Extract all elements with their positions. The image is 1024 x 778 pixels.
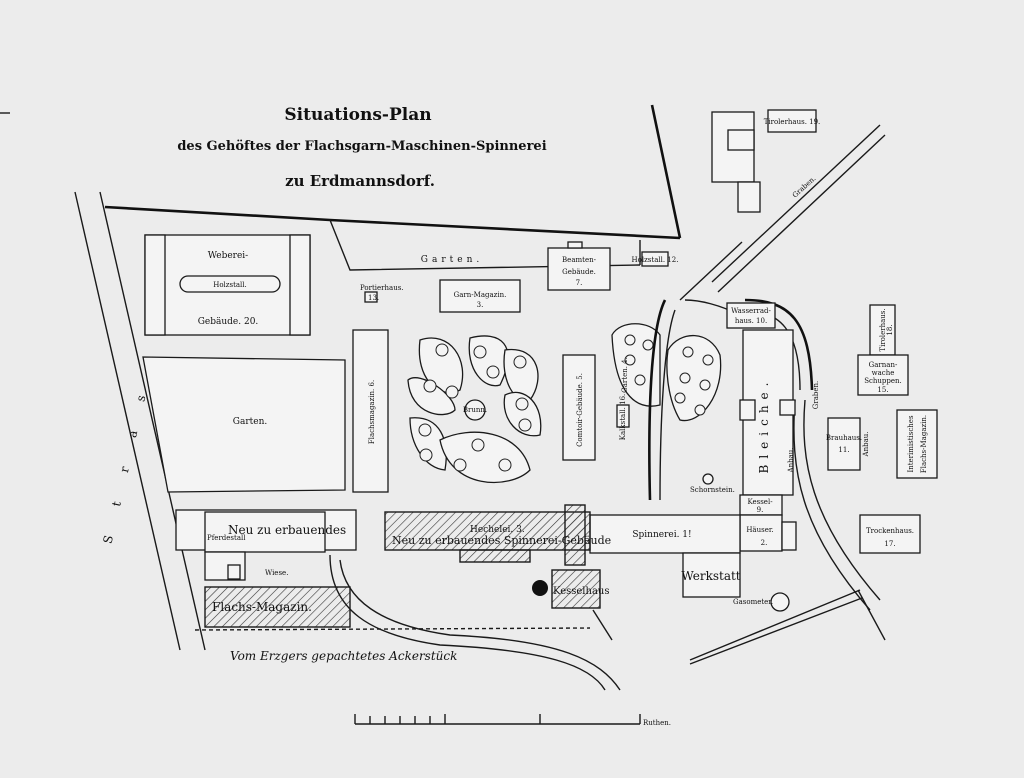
roads-lower-right (592, 589, 886, 665)
comtoir-gebaeude: Comtoir-Gebäude. 5. (562, 354, 596, 461)
haeuser-label: Häuser. (746, 526, 773, 534)
holzstall-label: Holzstall. (213, 281, 247, 289)
beamten-gebaeude: Beamten- Gebäude. 7. (547, 241, 611, 291)
wasserrad-label: Wasserrad- (731, 307, 771, 315)
comtoir-label: Comtoir-Gebäude. 5. (576, 373, 584, 447)
brauhaus-number: 11. (838, 446, 849, 454)
title-line-1: Situations-Plan (284, 105, 431, 125)
kessel-number: 9. (757, 506, 764, 514)
garden-left: Garten. (142, 356, 346, 493)
anbau-label-2: Anbau. (862, 432, 870, 458)
flachsmagazin-building: Flachsmagazin. 6. (352, 329, 389, 493)
graben-label: Graben. (812, 381, 820, 409)
garn-magazin-label: Garn-Magazin. (454, 291, 507, 299)
acker-strip: Vom Erzgers gepachtetes Ackerstück (194, 554, 621, 691)
flachs-magazin-new-label: Flachs-Magazin. (212, 600, 312, 614)
haeuser-number: 2. (761, 539, 768, 547)
garden-left-label: Garten. (233, 417, 268, 427)
new-left-label: Neu zu erbauendes (228, 523, 346, 537)
kessel-label: Kessel- (747, 498, 773, 506)
title-line-2: des Gehöftes der Flachsgarn-Maschinen-Sp… (177, 139, 546, 154)
brauhaus-label: Brauhaus. (826, 434, 862, 442)
anbau-label-1: Anbau. (787, 448, 795, 474)
trockenhaus-label: Trockenhaus. (866, 527, 914, 535)
top-right-buildings: Tirolerhaus. 19. (711, 109, 821, 213)
scale-unit-label: Ruthen. (643, 719, 671, 727)
holzstall-12-label: Holzstall. 12. (632, 256, 679, 264)
hechel-label: Hechelei. 3. (470, 525, 525, 535)
ornamental-garden: Brunn. (407, 335, 542, 484)
tirolerhaus-19-label: Tirolerhaus. 19. (764, 118, 821, 126)
interim-label: Interimistisches (907, 415, 915, 472)
beamten-number: 7. (576, 279, 583, 287)
acker-label: Vom Erzgers gepachtetes Ackerstück (230, 649, 457, 663)
gebaeude-20-label: Gebäude. 20. (198, 317, 259, 327)
wasserrad-number: haus. 10. (735, 317, 767, 325)
flachs-magazin-right-label: Flachs-Magazin. (920, 415, 928, 473)
right-buildings: Trockenhaus. 17. Brauhaus. 11. Anbau. In… (826, 304, 938, 554)
garden-top: Garten. (329, 219, 641, 271)
brunnen-label: Brunn. (463, 406, 487, 414)
kesselhaeuser: Kessel- 9. Häuser. 2. (739, 494, 797, 552)
kesselhaus-new: Kesselhaus (532, 569, 609, 609)
spinnerei-label: Spinnerei. 1! (632, 530, 691, 540)
schuppen-label: Schuppen. (864, 377, 902, 385)
flachsmagazin-label: Flachsmagazin. 6. (368, 380, 376, 444)
garnan-label: Garnan- (869, 361, 898, 369)
holzstall-12: Holzstall. 12. (632, 251, 679, 267)
weberei-building: Weberei- Holzstall. Gebäude. 20. (144, 234, 311, 336)
pferdestall-label: Pferdestall (207, 534, 246, 542)
new-spinnerei-building: Hechelei. 3. Neu zu erbauendes Spinnerei… (384, 504, 611, 566)
tirolerhaus-number: 18. (886, 324, 894, 335)
garden-middle: Garten. 4. Kalkstall. 16. (611, 323, 722, 441)
new-left-buildings: Neu zu erbauendes Pferdestall Wiese. Fla… (175, 509, 357, 628)
garden-middle-label: Garten. 4. (621, 357, 629, 393)
garn-magazin-number: 3. (477, 301, 484, 309)
title-line-3: zu Erdmannsdorf. (285, 172, 435, 190)
new-spinnerei-label: Neu zu erbauendes Spinnerei-Gebäude (392, 534, 611, 547)
scale-bar: Ruthen. (354, 714, 671, 727)
werkstatt-label: Werkstatt (681, 569, 740, 583)
beamten-label-2: Gebäude. (562, 268, 596, 276)
wasserradhaus: Wasserrad- haus. 10. (726, 302, 776, 329)
road-diagonal: Graben. (679, 124, 886, 301)
schornstein-label: Schornstein. (690, 486, 735, 494)
tirolerhaus-label: Tirolerhaus. (879, 308, 887, 351)
portierhaus-label: Portierhaus. (360, 284, 404, 292)
garnan-label-2: wache (872, 369, 895, 377)
portierhaus: Portierhaus. 13. (360, 284, 404, 303)
beamten-label-1: Beamten- (562, 256, 597, 264)
spinnerei-building: Spinnerei. 1! (589, 514, 741, 554)
gasometer-label: Gasometer. (733, 598, 773, 606)
garden-top-label: Garten. (421, 255, 483, 265)
kesselhaus-label: Kesselhaus (553, 586, 609, 597)
portierhaus-number: 13. (368, 294, 379, 302)
trockenhaus-number: 17. (884, 540, 895, 548)
werkstatt: Werkstatt (681, 552, 741, 598)
gasometer: Gasometer. Schornstein. (690, 473, 790, 612)
wiese-label: Wiese. (265, 569, 288, 577)
bleiche-label: Bleiche. (757, 377, 771, 474)
garn-magazin: Garn-Magazin. 3. (439, 279, 521, 313)
weberei-label: Weberei- (208, 251, 248, 261)
bleiche-building: Bleiche. Anbau. Graben. (739, 329, 820, 496)
kalkstall-label: Kalkstall. 16. (619, 394, 627, 441)
schuppen-number: 15. (877, 386, 888, 394)
